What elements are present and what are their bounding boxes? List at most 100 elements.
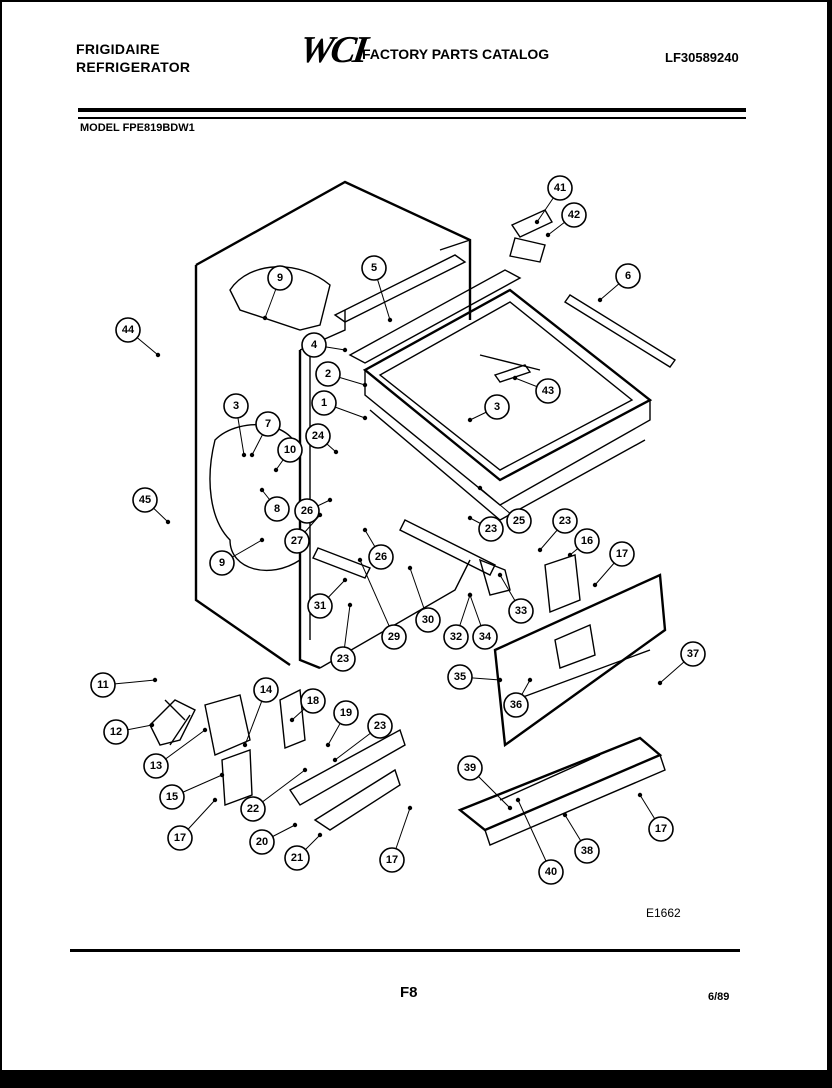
callout-number: 17 (616, 548, 628, 560)
callout-leader-dot (357, 557, 363, 563)
callout-number: 40 (545, 866, 557, 878)
callout-balloon (284, 528, 310, 554)
callout-number: 9 (219, 557, 225, 569)
callout-balloon (115, 317, 141, 343)
callout-number: 9 (277, 272, 283, 284)
page-number: F8 (400, 984, 418, 1001)
part-callout-33: 33 (508, 598, 534, 624)
part-callout-37: 37 (680, 641, 706, 667)
callout-number: 19 (340, 707, 352, 719)
callout-balloon (680, 641, 706, 667)
callout-number: 18 (307, 695, 319, 707)
part-callout-35: 35 (447, 664, 473, 690)
part-callout-14: 14 (253, 677, 279, 703)
callout-leader-dot (342, 347, 348, 353)
callout-number: 4 (311, 339, 318, 351)
callout-number: 26 (375, 551, 387, 563)
callout-leader-dot (592, 582, 598, 588)
part-callout-4: 4 (301, 332, 327, 358)
callout-balloon (103, 719, 129, 745)
trim-rails (333, 209, 677, 368)
callout-balloon (547, 175, 573, 201)
callout-leader-dot (362, 527, 368, 533)
callout-leader-dot (347, 602, 353, 608)
callout-number: 25 (513, 515, 525, 527)
callout-number: 26 (301, 505, 313, 517)
callout-leader-dot (165, 519, 171, 525)
part-callout-43: 43 (535, 378, 561, 404)
callout-leader-dot (467, 515, 473, 521)
part-callout-23: 23 (367, 713, 393, 739)
callout-balloon (311, 390, 337, 416)
callout-balloon (478, 516, 504, 542)
callout-number: 27 (291, 535, 303, 547)
part-callout-23: 23 (478, 516, 504, 542)
part-callout-29: 29 (381, 624, 407, 650)
callout-number: 3 (233, 400, 239, 412)
callout-balloon (301, 332, 327, 358)
brand-name: FRIGIDAIRE (76, 41, 160, 57)
callout-balloon (253, 677, 279, 703)
callout-leader-dot (342, 577, 348, 583)
part-callout-9: 9 (209, 550, 235, 576)
callout-number: 10 (284, 444, 296, 456)
part-callout-9: 9 (267, 265, 293, 291)
callout-number: 6 (625, 270, 631, 282)
callout-number: 2 (325, 368, 331, 380)
part-callout-30: 30 (415, 607, 441, 633)
callout-leader-dot (497, 572, 503, 578)
callout-leader-dot (152, 677, 158, 683)
part-callout-3: 3 (223, 393, 249, 419)
callout-number: 41 (554, 182, 566, 194)
product-type: REFRIGERATOR (76, 59, 191, 75)
callout-balloon (255, 411, 281, 437)
part-callout-7: 7 (255, 411, 281, 437)
footer-rule (70, 949, 740, 952)
callout-balloon (472, 624, 498, 650)
callout-leader-dot (332, 757, 338, 763)
callout-balloon (277, 437, 303, 463)
callout-balloon (648, 816, 674, 842)
callout-balloon (300, 688, 326, 714)
part-callout-34: 34 (472, 624, 498, 650)
part-callout-25: 25 (506, 508, 532, 534)
part-callout-36: 36 (503, 692, 529, 718)
callout-number: 20 (256, 836, 268, 848)
callout-number: 44 (122, 324, 135, 336)
callout-number: 35 (454, 671, 466, 683)
callout-leader-dot (241, 452, 247, 458)
callout-balloon (506, 508, 532, 534)
callout-leader-dot (527, 677, 533, 683)
callout-leader-dot (149, 722, 155, 728)
callout-number: 17 (655, 823, 667, 835)
callout-leader-dot (497, 677, 503, 683)
part-callout-45: 45 (132, 487, 158, 513)
callout-number: 5 (371, 262, 377, 274)
callout-leader-dot (155, 352, 161, 358)
callout-balloon (294, 498, 320, 524)
fan-assembly (149, 688, 406, 831)
callout-leader-dot (637, 792, 643, 798)
callout-balloon (415, 607, 441, 633)
callout-leader-dot (407, 565, 413, 571)
callout-balloon (503, 692, 529, 718)
callout-number: 23 (485, 523, 497, 535)
callout-leader-dot (202, 727, 208, 733)
part-callout-11: 11 (90, 672, 116, 698)
part-callout-40: 40 (538, 859, 564, 885)
callout-number: 3 (494, 401, 500, 413)
callout-leader-dot (515, 797, 521, 803)
part-callout-20: 20 (249, 829, 275, 855)
callout-leader-dot (567, 552, 573, 558)
catalog-part-number: LF30589240 (665, 50, 739, 65)
callout-leader-dot (273, 467, 279, 473)
callout-balloon (508, 598, 534, 624)
callout-balloon (223, 393, 249, 419)
callout-balloon (368, 544, 394, 570)
callout-balloon (457, 755, 483, 781)
callout-leader-dot (534, 219, 540, 225)
part-callout-22: 22 (240, 796, 266, 822)
callout-leader-dot (362, 415, 368, 421)
